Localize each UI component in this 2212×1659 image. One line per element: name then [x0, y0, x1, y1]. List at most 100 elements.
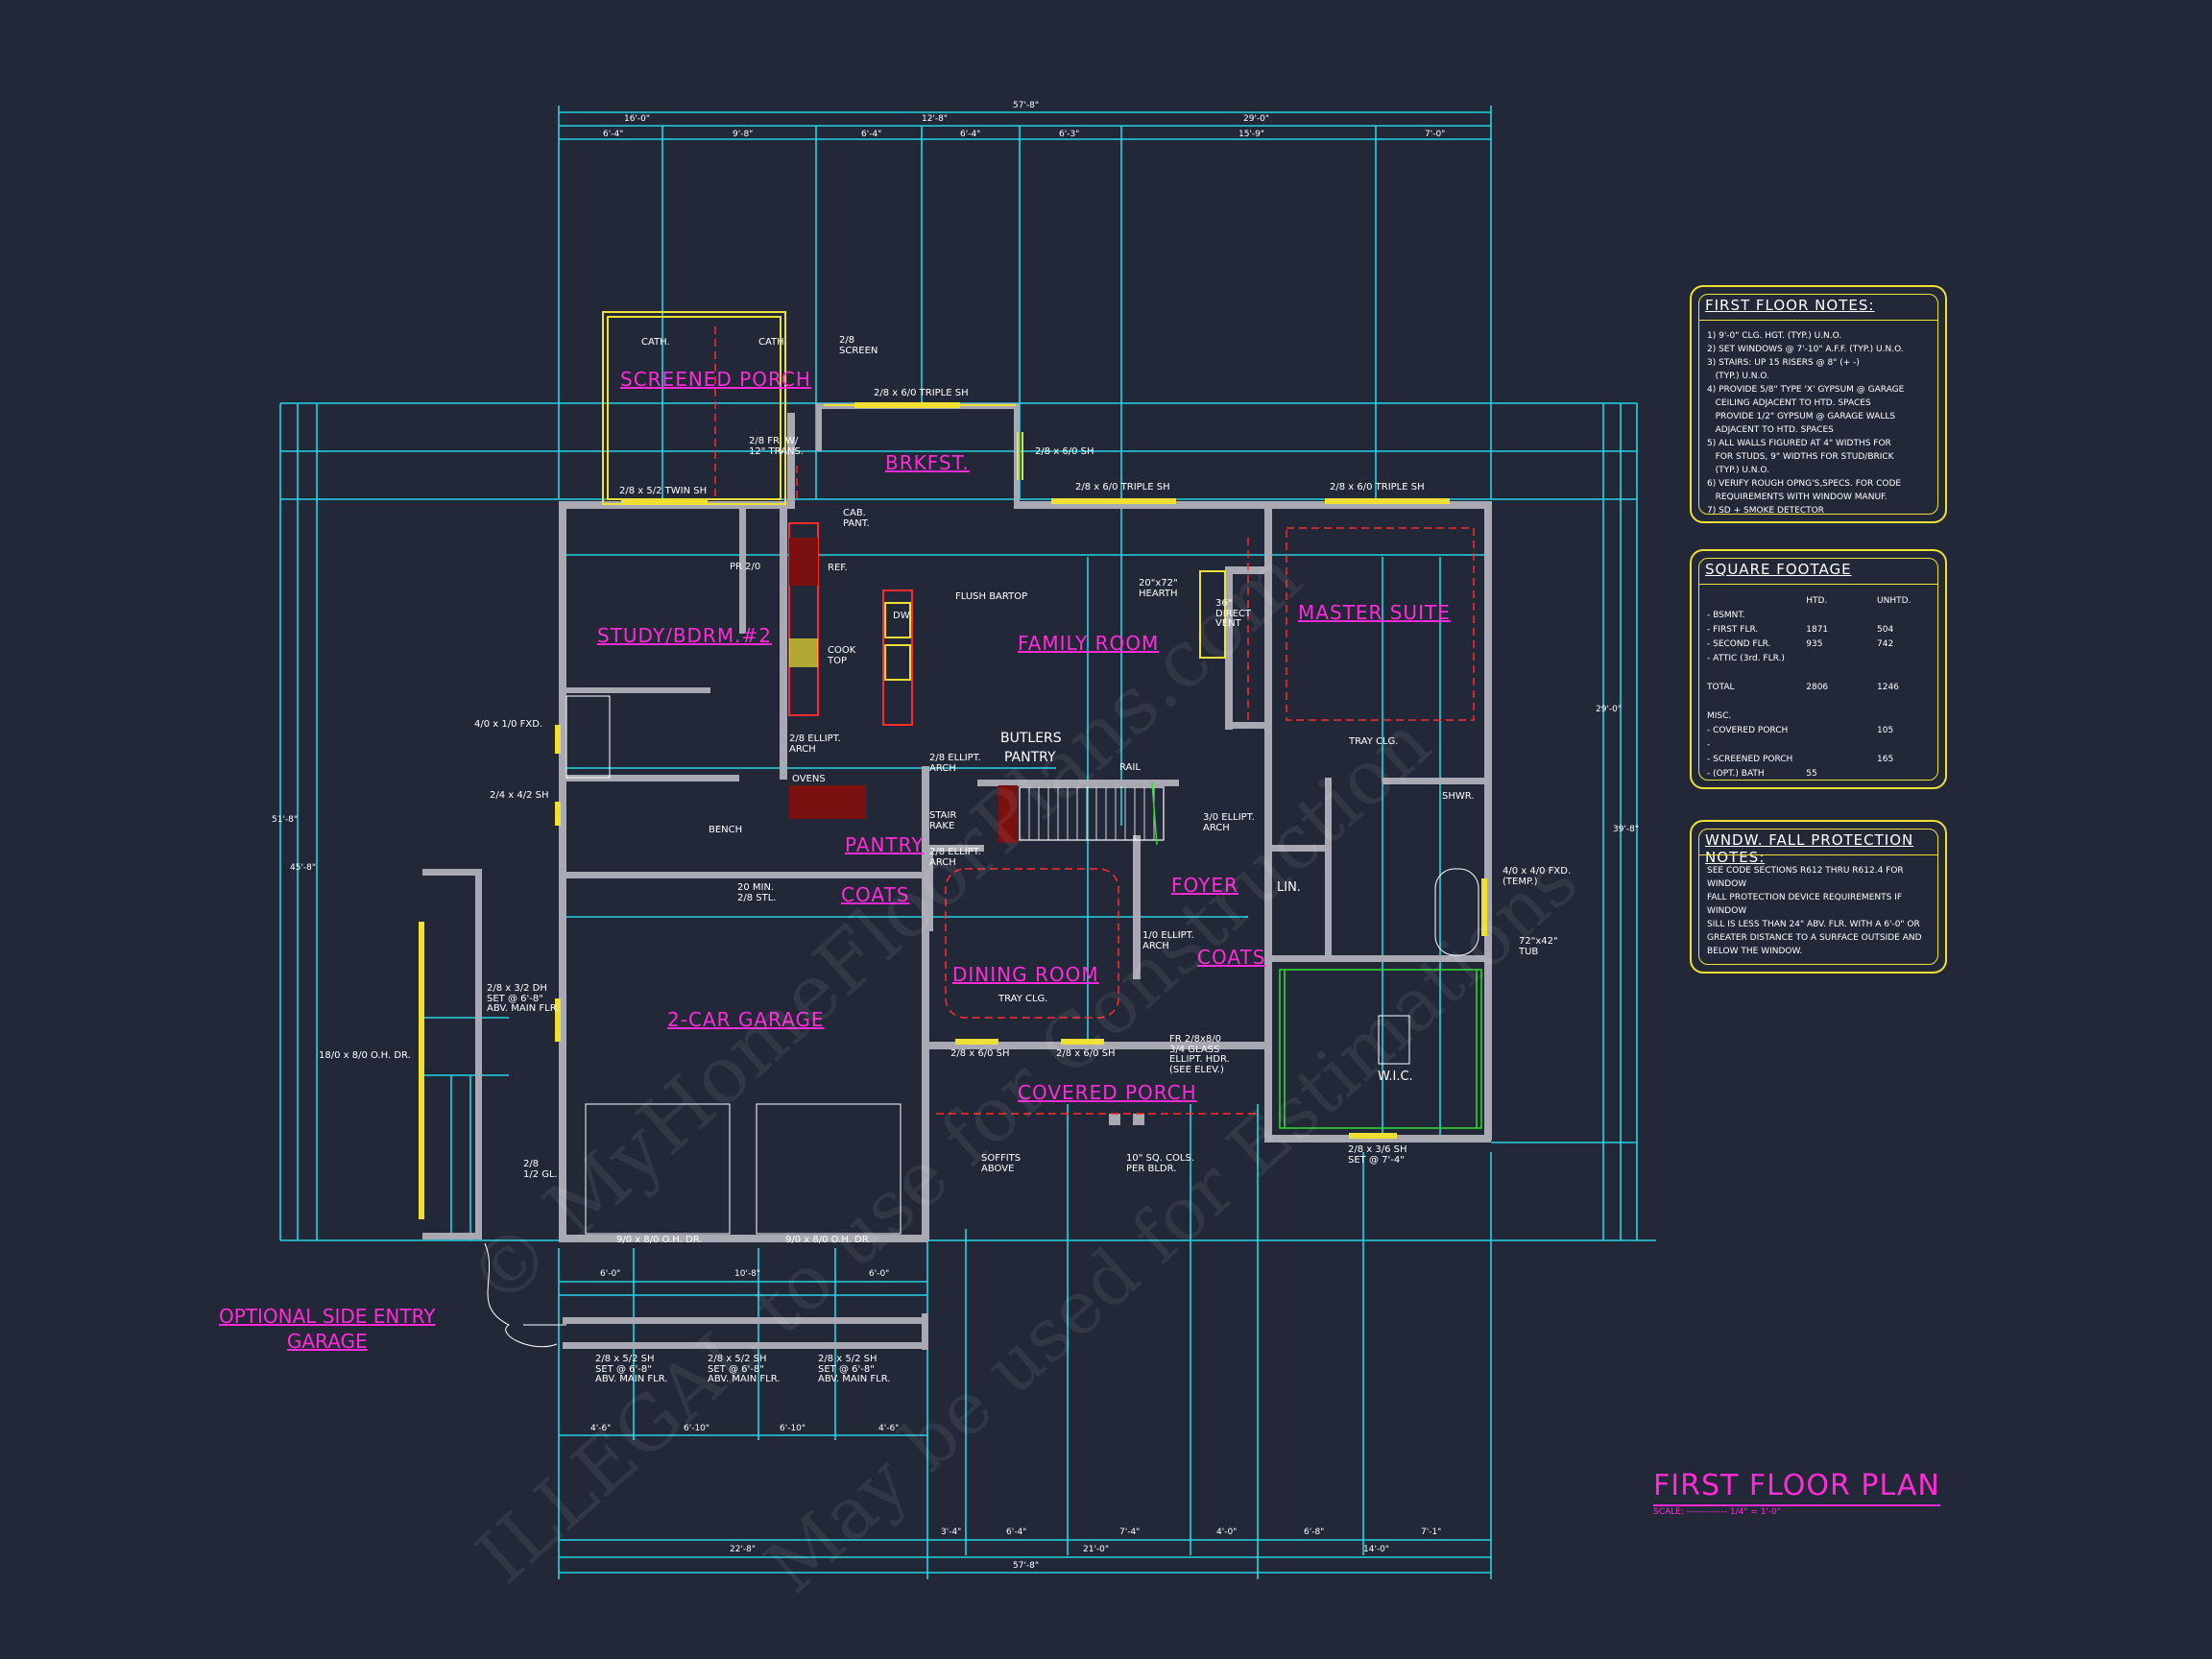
side-garage	[484, 1242, 566, 1348]
label-shwr: SHWR.	[1442, 791, 1475, 802]
footage-row: MISC.	[1707, 709, 1934, 723]
room-dining-room: DINING ROOM	[952, 963, 1099, 986]
label-triple-sh-top: 2/8 x 6/0 TRIPLE SH	[874, 388, 969, 398]
dim-top-row2: 16'-0"	[624, 114, 651, 124]
footage-row: -	[1707, 737, 1934, 752]
garage-doors	[585, 1103, 902, 1235]
dim-garage-side: 4'-6"	[878, 1424, 900, 1433]
note-item: 1) 9'-0" CLG. HGT. (TYP.) U.N.O.	[1707, 331, 1842, 341]
label-side-sh1: 2/8 x 5/2 SH SET @ 6'-8" ABV. MAIN FLR.	[595, 1354, 668, 1384]
footage-cell: - SCREENED PORCH	[1707, 754, 1793, 764]
footage-cell: 2806	[1806, 682, 1829, 692]
dim-bottom-row3: 6'-8"	[1304, 1527, 1325, 1537]
note-item: PROVIDE 1/2" GYPSUM @ GARAGE WALLS	[1707, 412, 1896, 421]
room-family-room: FAMILY ROOM	[1018, 632, 1160, 655]
label-cab-pant: CAB. PANT.	[843, 508, 870, 529]
footage-cell: MISC.	[1707, 710, 1732, 721]
label-fr: 2/8 FR. W/ 12" TRANS.	[749, 436, 805, 457]
room-lin: LIN.	[1277, 880, 1301, 895]
room-garage: 2-CAR GARAGE	[667, 1008, 825, 1031]
label-ellipt3: 2/8 ELLIPT. ARCH	[929, 847, 981, 868]
dim-garage-front: 6'-0"	[600, 1269, 621, 1279]
dim-bottom-row3: 4'-0"	[1216, 1527, 1238, 1537]
tray-ceilings	[714, 326, 1475, 1115]
fall-notes-text: SEE CODE SECTIONS R612 THRU R612.4 FOR W…	[1707, 866, 1922, 956]
dim-top-row3: 6'-4"	[603, 130, 624, 139]
label-rail: RAIL	[1119, 762, 1141, 773]
note-item: 4) PROVIDE 5/8" TYPE 'X' GYPSUM @ GARAGE	[1707, 385, 1905, 395]
room-coats-2: COATS	[1197, 946, 1266, 969]
label-triple-sh3: 2/8 x 6/0 TRIPLE SH	[1330, 482, 1425, 493]
label-ref: REF.	[828, 563, 848, 573]
footage-cell: -	[1707, 739, 1711, 750]
square-footage-box: SQUARE FOOTAGE HTD.UNHTD.- BSMNT.- FIRST…	[1690, 549, 1947, 789]
note-item: 6) VERIFY ROUGH OPNG'S,SPECS. FOR CODE	[1707, 479, 1902, 489]
dim-right-total2: 29'-0"	[1596, 705, 1623, 714]
room-coats: COATS	[841, 883, 910, 906]
label-glass: FR 2/8x8/0 3/4 GLASS ELLIPT. HDR. (SEE E…	[1169, 1034, 1230, 1075]
dim-left-total2: 45'-8"	[290, 863, 317, 873]
label-cath2: CATH.	[758, 337, 787, 348]
dim-top-row2: 12'-8"	[922, 114, 949, 124]
room-pantry: PANTRY	[845, 833, 925, 856]
notes-list: 1) 9'-0" CLG. HGT. (TYP.) U.N.O.2) SET W…	[1707, 329, 1934, 517]
note-item: 3) STAIRS: UP 15 RISERS @ 8" (+ -)	[1707, 358, 1860, 368]
label-sh-dining2: 2/8 x 6/0 SH	[1056, 1048, 1116, 1059]
label-tub: 72"x42" TUB	[1519, 936, 1558, 957]
label-min-stl: 20 MIN. 2/8 STL.	[737, 882, 777, 903]
footage-row: HTD.UNHTD.	[1707, 593, 1934, 608]
dim-top-row2: 29'-0"	[1243, 114, 1270, 124]
fall-protection-notes: WNDW. FALL PROTECTION NOTES: SEE CODE SE…	[1690, 820, 1947, 974]
dim-top-total: 57'-8"	[1013, 101, 1040, 110]
label-sh-dining1: 2/8 x 6/0 SH	[950, 1048, 1010, 1059]
dim-garage-front: 6'-0"	[869, 1269, 890, 1279]
footage-cell: - SECOND FLR.	[1707, 638, 1771, 649]
label-twin-sh: 2/8 x 5/2 TWIN SH	[619, 486, 708, 496]
label-hearth: 20"x72" HEARTH	[1139, 578, 1178, 599]
room-covered-porch: COVERED PORCH	[1018, 1081, 1197, 1104]
dim-top-row3: 6'-4"	[861, 130, 882, 139]
footage-cell: 504	[1877, 624, 1894, 635]
note-item: (TYP.) U.N.O.	[1707, 466, 1769, 475]
kitchen-cabinets	[788, 522, 1226, 843]
footage-row: - ATTIC (3rd. FLR.)	[1707, 651, 1934, 665]
room-wic: W.I.C.	[1378, 1070, 1413, 1084]
label-stair-rake: STAIR RAKE	[929, 810, 957, 831]
footage-cell: - BSMNT.	[1707, 610, 1745, 620]
dim-garage-side: 4'-6"	[590, 1424, 612, 1433]
room-master-suite: MASTER SUITE	[1298, 601, 1451, 624]
dim-garage-side: 6'-10"	[684, 1424, 710, 1433]
closet-lines	[565, 695, 1482, 1129]
dim-bottom-row2: 21'-0"	[1083, 1545, 1110, 1554]
label-cols: 10" SQ. COLS. PER BLDR.	[1126, 1153, 1195, 1174]
dim-bottom-total: 57'-8"	[1013, 1561, 1040, 1571]
label-ovens: OVENS	[792, 774, 826, 784]
dim-top-row3: 6'-3"	[1059, 130, 1080, 139]
dim-top-row3: 6'-4"	[960, 130, 981, 139]
footage-cell: - ATTIC (3rd. FLR.)	[1707, 653, 1785, 663]
dim-top-row3: 7'-0"	[1425, 130, 1446, 139]
label-sh-right: 2/8 x 6/0 SH	[1035, 446, 1094, 457]
label-flush-bartop: FLUSH BARTOP	[955, 591, 1028, 602]
footage-cell: HTD.	[1806, 595, 1828, 606]
footage-row: - BSMNT.	[1707, 608, 1934, 622]
label-fxd-temp: 4/0 x 4/0 FXD. (TEMP.)	[1503, 866, 1572, 887]
dim-bottom-row3: 7'-4"	[1119, 1527, 1141, 1537]
label-fxd1: 4/0 x 1/0 FXD.	[474, 719, 543, 730]
label-tray1: TRAY CLG.	[1349, 736, 1399, 747]
label-bench: BENCH	[709, 825, 743, 835]
note-item: 5) ALL WALLS FIGURED AT 4" WIDTHS FOR	[1707, 439, 1891, 448]
footage-cell: 1246	[1877, 682, 1899, 692]
note-item: CEILING ADJACENT TO HTD. SPACES	[1707, 398, 1871, 408]
dim-top-row3: 15'-9"	[1238, 130, 1265, 139]
label-triple-sh2: 2/8 x 6/0 TRIPLE SH	[1075, 482, 1170, 493]
footage-cell: 935	[1806, 638, 1823, 649]
note-item: REQUIREMENTS WITH WINDOW MANUF.	[1707, 493, 1887, 502]
room-brkfst: BRKFST.	[885, 451, 970, 474]
dim-garage-side: 6'-10"	[780, 1424, 806, 1433]
first-floor-notes: FIRST FLOOR NOTES: 1) 9'-0" CLG. HGT. (T…	[1690, 285, 1947, 523]
fall-notes-title: WNDW. FALL PROTECTION NOTES:	[1705, 831, 1914, 866]
dim-bottom-row3: 7'-1"	[1421, 1527, 1442, 1537]
